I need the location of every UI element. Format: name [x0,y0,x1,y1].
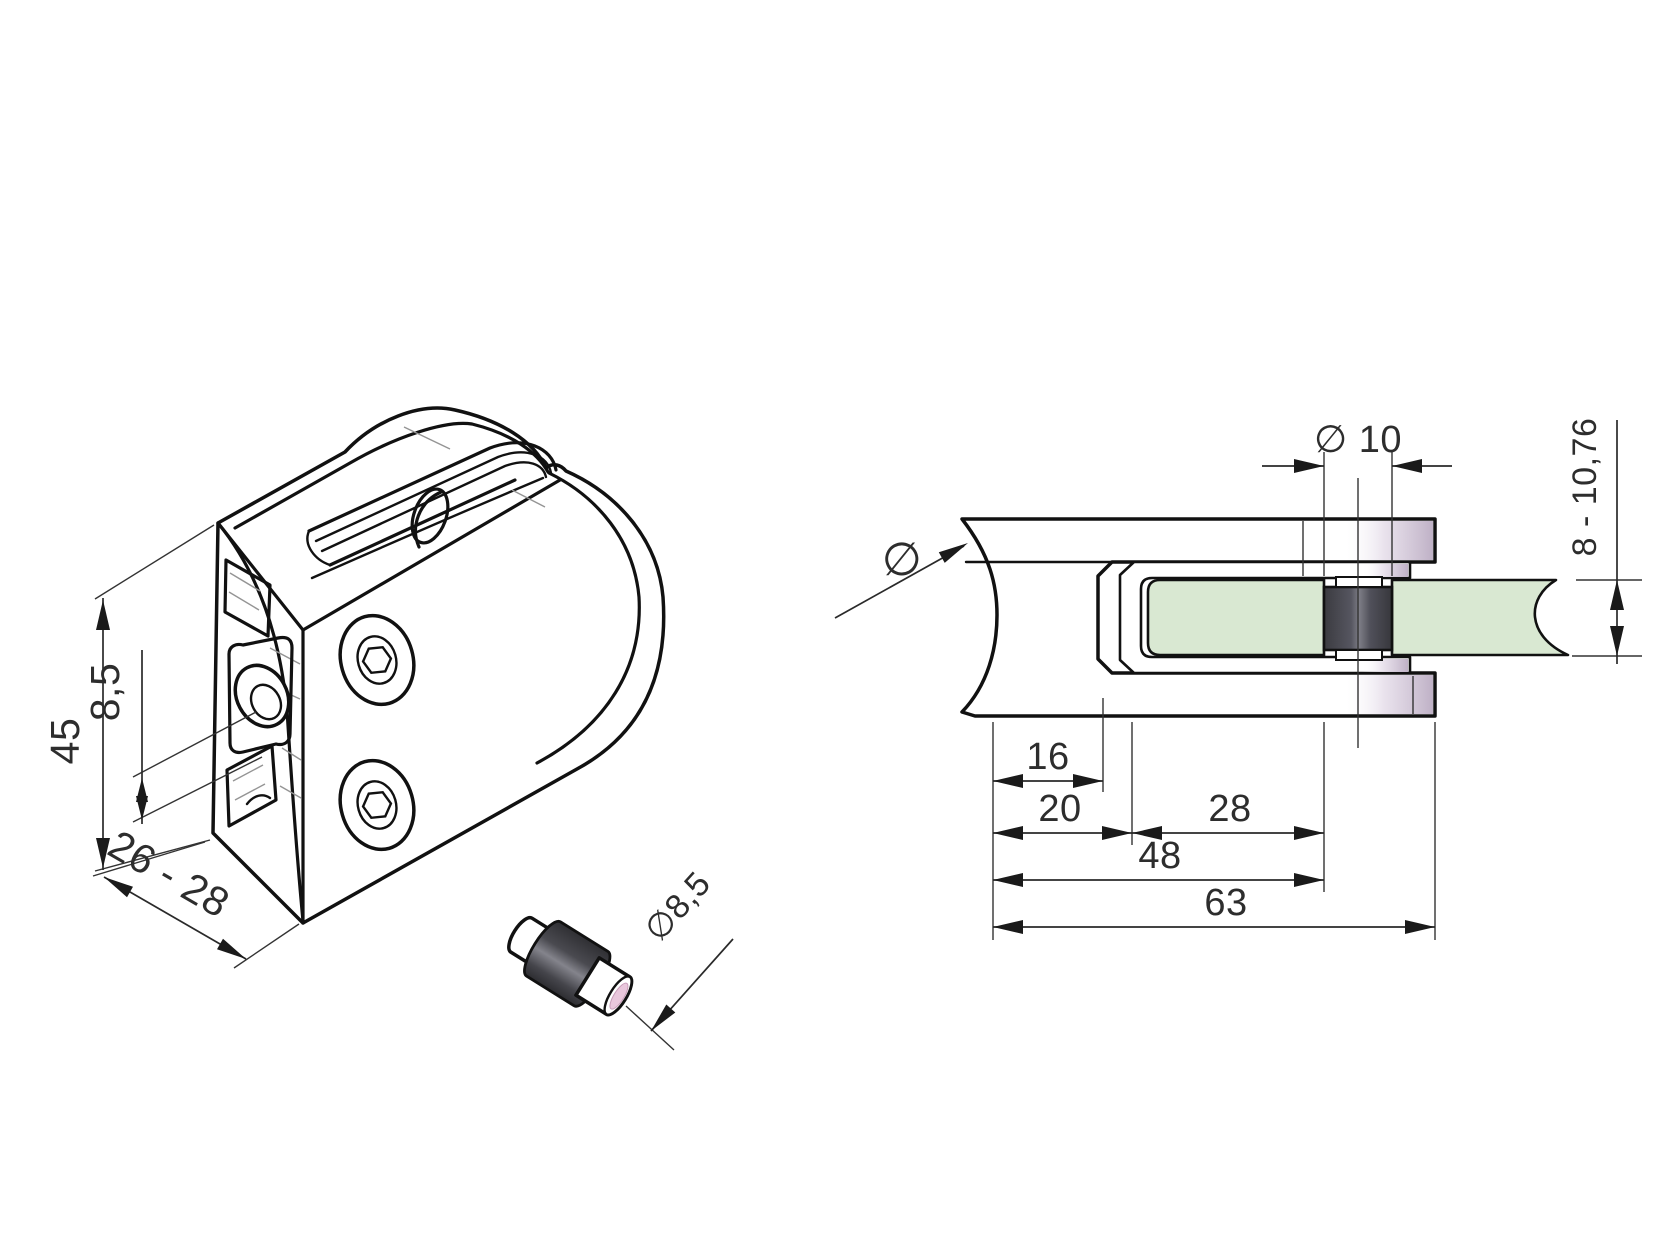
dim-20-label: 20 [1038,788,1081,830]
pocket-bottom [225,744,278,828]
isometric-view: 45 8,5 26 - 28 [42,406,666,969]
glass-panel-left [1146,578,1326,657]
pin-detail-view: ∅8,5 [507,865,734,1051]
dim-pin-offset-85: 8,5 [82,650,263,824]
dim-tube-diameter: ∅ [834,533,968,619]
back-face-top-edge [233,421,550,530]
mounting-face-band [216,521,305,923]
bottom-liner-chrome-cap [1362,659,1408,672]
hex-screw-top [338,613,416,707]
dim-48-label: 48 [1138,835,1181,877]
dim-16-label: 16 [1026,736,1069,778]
bottom-jaw-chrome-cap [1343,675,1433,714]
dim-63-label: 63 [1204,882,1247,924]
dim-chain-bottom: 16 20 28 48 63 [992,698,1436,940]
dim-tube-symbol-label: ∅ [882,533,923,585]
pin-gasket-bottom [1335,649,1383,661]
dim-hole-10: ∅ 10 [1262,419,1452,576]
pin-gasket-top [1335,576,1383,588]
section-view: ∅ ∅ 10 8 - 10,76 [834,418,1642,940]
pin-hole-top [410,487,450,545]
dim-glass-thickness-label: 8 - 10,76 [1566,418,1604,557]
dim-45-label: 45 [42,718,88,765]
front-face [301,613,416,925]
hex-screw-bottom [338,758,416,852]
clamp-body-section [960,517,1437,718]
front-face-rounded-edge [535,471,641,765]
dim-height-45: 45 [42,524,215,872]
pin-end-face-pink [609,982,629,1010]
top-liner-chrome-cap [1362,564,1408,577]
dim-85-label: 8,5 [82,663,128,722]
glass-slot-opening [306,441,558,580]
dim-pin-diameter-label: ∅8,5 [637,865,718,949]
pocket-middle [227,635,294,755]
glass-panel-right [1390,578,1570,657]
top-jaw-chrome-cap [1343,521,1433,560]
dim-pin-diameter: ∅8,5 [625,865,734,1051]
front-face-top-edge [301,478,562,632]
dim-10-label: ∅ 10 [1314,419,1402,461]
pin-through-hole [233,663,291,729]
dim-glass-thickness: 8 - 10,76 [1566,418,1642,664]
pocket-top [223,558,272,638]
dim-28-label: 28 [1208,788,1251,830]
